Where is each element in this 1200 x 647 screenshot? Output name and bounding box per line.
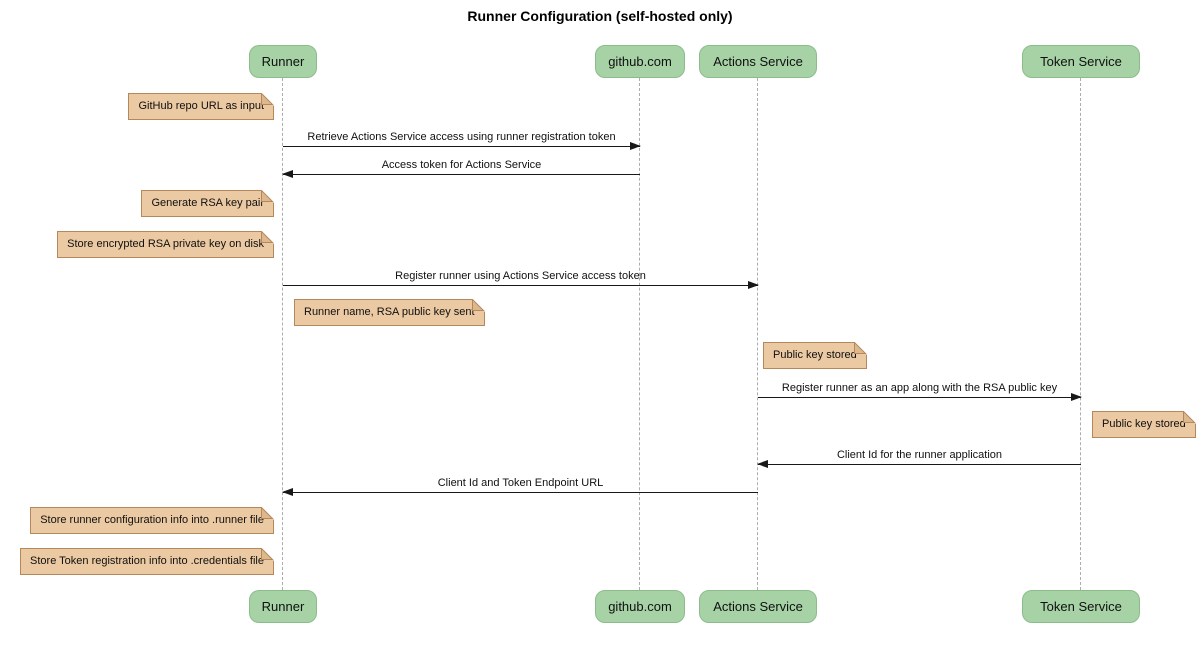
message-retrieve-actions-access: Retrieve Actions Service access using ru… <box>283 131 641 150</box>
note-public-key-stored-token: Public key stored <box>1092 411 1196 438</box>
message-label: Client Id and Token Endpoint URL <box>437 477 604 489</box>
note-generate-rsa: Generate RSA key pair <box>141 190 274 217</box>
message-label: Client Id for the runner application <box>836 449 1003 461</box>
note-fold-icon <box>471 299 485 312</box>
message-register-runner-app: Register runner as an app along with the… <box>758 382 1082 401</box>
participant-actions-service-bottom: Actions Service <box>699 590 817 623</box>
arrowhead-right-icon <box>748 281 759 289</box>
participant-token-service-top: Token Service <box>1022 45 1140 78</box>
note-store-credentials-file: Store Token registration info into .cred… <box>20 548 274 575</box>
note-text: Public key stored <box>1102 418 1186 430</box>
lifeline-token-service <box>1080 78 1081 590</box>
lifeline-github <box>639 78 640 590</box>
message-line <box>758 393 1082 401</box>
note-store-runner-file: Store runner configuration info into .ru… <box>30 507 274 534</box>
message-line <box>282 170 640 178</box>
note-text: Store runner configuration info into .ru… <box>40 514 264 526</box>
note-store-private-key: Store encrypted RSA private key on disk <box>57 231 274 258</box>
message-client-id: Client Id for the runner application <box>757 449 1081 468</box>
note-text: Store Token registration info into .cred… <box>30 555 264 567</box>
participant-actions-service-top: Actions Service <box>699 45 817 78</box>
message-label: Access token for Actions Service <box>381 159 542 171</box>
arrowhead-right-icon <box>1071 393 1082 401</box>
arrowhead-right-icon <box>630 142 641 150</box>
message-register-runner: Register runner using Actions Service ac… <box>283 270 759 289</box>
note-text: Store encrypted RSA private key on disk <box>67 238 264 250</box>
note-text: Generate RSA key pair <box>151 197 264 209</box>
message-line <box>283 142 641 150</box>
message-label: Retrieve Actions Service access using ru… <box>307 131 616 143</box>
participant-runner-top: Runner <box>249 45 317 78</box>
message-line <box>283 281 759 289</box>
message-label: Register runner using Actions Service ac… <box>395 270 646 282</box>
note-fold-icon <box>261 548 274 561</box>
arrowhead-left-icon <box>757 460 768 468</box>
diagram-title: Runner Configuration (self-hosted only) <box>467 8 733 24</box>
message-access-token: Access token for Actions Service <box>282 159 640 178</box>
participant-token-service-bottom: Token Service <box>1022 590 1140 623</box>
note-public-key-stored-actions: Public key stored <box>763 342 867 369</box>
note-fold-icon <box>261 93 274 106</box>
note-fold-icon <box>1182 411 1196 424</box>
participant-runner-bottom: Runner <box>249 590 317 623</box>
arrowhead-left-icon <box>282 488 293 496</box>
note-fold-icon <box>261 231 274 244</box>
lifeline-actions-service <box>757 78 758 590</box>
message-line <box>757 460 1081 468</box>
note-runner-name-sent: Runner name, RSA public key sent <box>294 299 485 326</box>
note-text: Runner name, RSA public key sent <box>304 306 475 318</box>
note-github-repo-url: GitHub repo URL as input <box>128 93 274 120</box>
arrowhead-left-icon <box>282 170 293 178</box>
message-client-id-endpoint: Client Id and Token Endpoint URL <box>282 477 758 496</box>
lifeline-runner <box>282 78 283 590</box>
note-text: GitHub repo URL as input <box>138 100 264 112</box>
note-fold-icon <box>261 190 274 203</box>
note-fold-icon <box>261 507 274 520</box>
participant-github-bottom: github.com <box>595 590 685 623</box>
note-text: Public key stored <box>773 349 857 361</box>
participant-github-top: github.com <box>595 45 685 78</box>
note-fold-icon <box>853 342 867 355</box>
message-line <box>282 488 758 496</box>
message-label: Register runner as an app along with the… <box>781 382 1058 394</box>
